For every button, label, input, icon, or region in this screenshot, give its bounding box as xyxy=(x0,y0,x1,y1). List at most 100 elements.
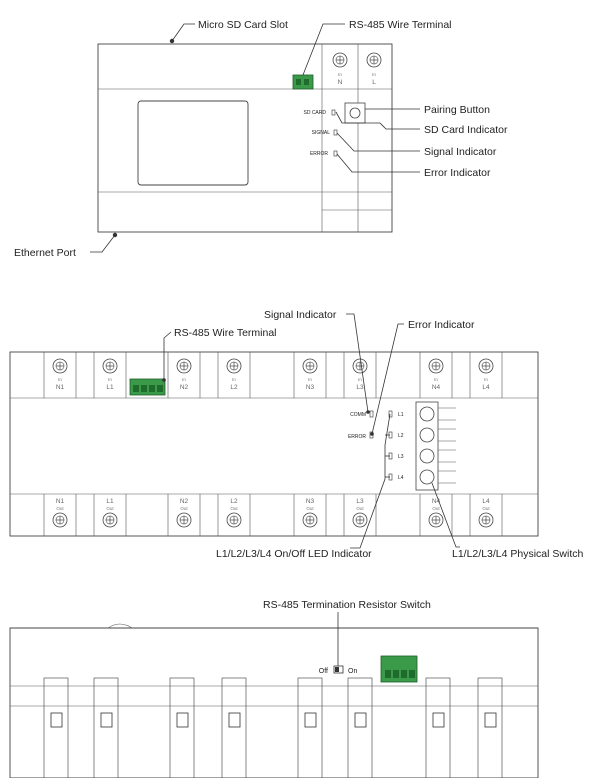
switch-l3-button[interactable] xyxy=(419,448,435,464)
label-rs485-terminal-middle: RS-485 Wire Terminal xyxy=(174,327,277,339)
terminal-label-top: In xyxy=(372,72,376,77)
label-ethernet-port: Ethernet Port xyxy=(14,247,76,259)
terminal-in-n2: In N2 xyxy=(176,358,192,391)
comm-led xyxy=(369,410,374,418)
terminal-label-top: In xyxy=(58,377,62,382)
bottom-slots xyxy=(43,677,503,778)
switch-l4-button[interactable] xyxy=(419,469,435,485)
terminal-in-n4: In N4 xyxy=(428,358,444,391)
sd-card-led xyxy=(331,109,336,116)
label-physical-switch: L1/L2/L3/L4 Physical Switch xyxy=(452,548,583,560)
label-error-indicator-top: Error Indicator xyxy=(424,167,491,179)
display-window xyxy=(137,100,249,186)
middle-top-terminals: In N1 In L1 In N2 In L2 xyxy=(52,358,494,391)
terminal-label-top: N4 xyxy=(432,498,441,505)
switch-on-label: On xyxy=(348,668,357,675)
terminal-label-bottom: Out xyxy=(180,506,188,511)
terminal-label-bottom: N4 xyxy=(432,384,441,391)
terminal-label-bottom: L2 xyxy=(230,384,238,391)
channel-led-label: L2 xyxy=(398,433,404,439)
middle-view: In N1 In L1 In N2 In L2 xyxy=(9,309,583,560)
terminal-label-bottom: Out xyxy=(230,506,238,511)
error-led-text: ERROR xyxy=(310,151,328,157)
top-terminal-n: In N xyxy=(332,52,348,86)
label-sd-card-indicator: SD Card Indicator xyxy=(424,124,508,136)
terminal-label-top: In xyxy=(358,377,362,382)
terminal-out-l3: L3 Out xyxy=(352,498,368,528)
terminal-out-n2: N2 Out xyxy=(176,498,192,528)
terminal-label-top: In xyxy=(338,72,342,77)
terminal-in-l2: In L2 xyxy=(226,358,242,391)
signal-led-text: SIGNAL xyxy=(312,130,331,136)
terminal-label-bottom: Out xyxy=(432,506,440,511)
terminal-label-bottom: Out xyxy=(356,506,364,511)
comm-led-text: COMM xyxy=(350,412,366,418)
terminal-out-n4: N4 Out xyxy=(428,498,444,528)
terminal-in-n1: In N1 xyxy=(52,358,68,391)
label-micro-sd-slot: Micro SD Card Slot xyxy=(198,19,288,31)
middle-device-body xyxy=(9,351,539,537)
sd-card-led-text: SD CARD xyxy=(303,110,326,116)
bottom-view: Off On RS-485 Termination Resistor Switc… xyxy=(9,599,539,778)
terminal-label-top: L1 xyxy=(106,498,114,505)
error-led-text: ERROR xyxy=(348,434,366,440)
terminal-out-n3: N3 Out xyxy=(302,498,318,528)
label-pairing-button: Pairing Button xyxy=(424,104,490,116)
terminal-label-bottom: Out xyxy=(482,506,490,511)
terminal-out-n1: N1 Out xyxy=(52,498,68,528)
terminal-label-bottom: Out xyxy=(106,506,114,511)
terminal-label-top: L4 xyxy=(482,498,490,505)
channel-led-label: L4 xyxy=(398,475,404,481)
error-led xyxy=(333,150,338,157)
bottom-device-body xyxy=(9,627,539,778)
top-view: In N In L SD CARD SIGNAL ERROR Micro SD … xyxy=(14,19,508,259)
channel-led-label: L3 xyxy=(398,454,404,460)
rs485-terminal-block-bottom xyxy=(380,655,418,683)
terminal-label-bottom: L3 xyxy=(356,384,364,391)
label-led-indicator: L1/L2/L3/L4 On/Off LED Indicator xyxy=(216,548,372,560)
switch-l1-button[interactable] xyxy=(419,406,435,422)
terminal-label-top: In xyxy=(182,377,186,382)
label-termination-switch: RS-485 Termination Resistor Switch xyxy=(263,599,431,611)
channel-led-label: L1 xyxy=(398,412,404,418)
terminal-out-l2: L2 Out xyxy=(226,498,242,528)
terminal-in-n3: In N3 xyxy=(302,358,318,391)
label-signal-indicator-top: Signal Indicator xyxy=(424,146,497,158)
terminal-label-bottom: L1 xyxy=(106,384,114,391)
terminal-in-l1: In L1 xyxy=(102,358,118,391)
label-signal-indicator-middle: Signal Indicator xyxy=(264,309,337,321)
terminal-label-bottom: L xyxy=(372,79,376,86)
terminal-in-l4: In L4 xyxy=(478,358,494,391)
terminal-label-top: N3 xyxy=(306,498,315,505)
switch-l2-button[interactable] xyxy=(419,427,435,443)
physical-switches xyxy=(415,401,456,491)
terminal-label-top: In xyxy=(108,377,112,382)
signal-led xyxy=(333,129,338,136)
terminal-label-bottom: N2 xyxy=(180,384,189,391)
rs485-terminal-block-4pin xyxy=(129,378,166,396)
top-dividers xyxy=(43,352,503,398)
label-error-indicator-middle: Error Indicator xyxy=(408,319,475,331)
channel-led xyxy=(388,410,393,418)
terminal-in-l3: In L3 xyxy=(352,358,368,391)
terminal-label-bottom: Out xyxy=(56,506,64,511)
terminal-out-l1: L1 Out xyxy=(102,498,118,528)
terminal-label-top: L3 xyxy=(356,498,364,505)
terminal-label-bottom: N xyxy=(338,79,343,86)
switch-off-label: Off xyxy=(319,668,328,675)
terminal-label-bottom: N1 xyxy=(56,384,65,391)
top-terminal-l: In L xyxy=(366,52,382,86)
terminal-label-bottom: Out xyxy=(306,506,314,511)
terminal-label-top: N1 xyxy=(56,498,65,505)
terminal-label-top: In xyxy=(434,377,438,382)
rs485-terminal-block xyxy=(292,74,314,90)
terminal-label-top: L2 xyxy=(230,498,238,505)
terminal-label-top: In xyxy=(232,377,236,382)
bottom-dividers xyxy=(43,494,503,536)
terminal-label-top: N2 xyxy=(180,498,189,505)
terminal-label-bottom: N3 xyxy=(306,384,315,391)
label-rs485-terminal-top: RS-485 Wire Terminal xyxy=(349,19,452,31)
terminal-label-bottom: L4 xyxy=(482,384,490,391)
